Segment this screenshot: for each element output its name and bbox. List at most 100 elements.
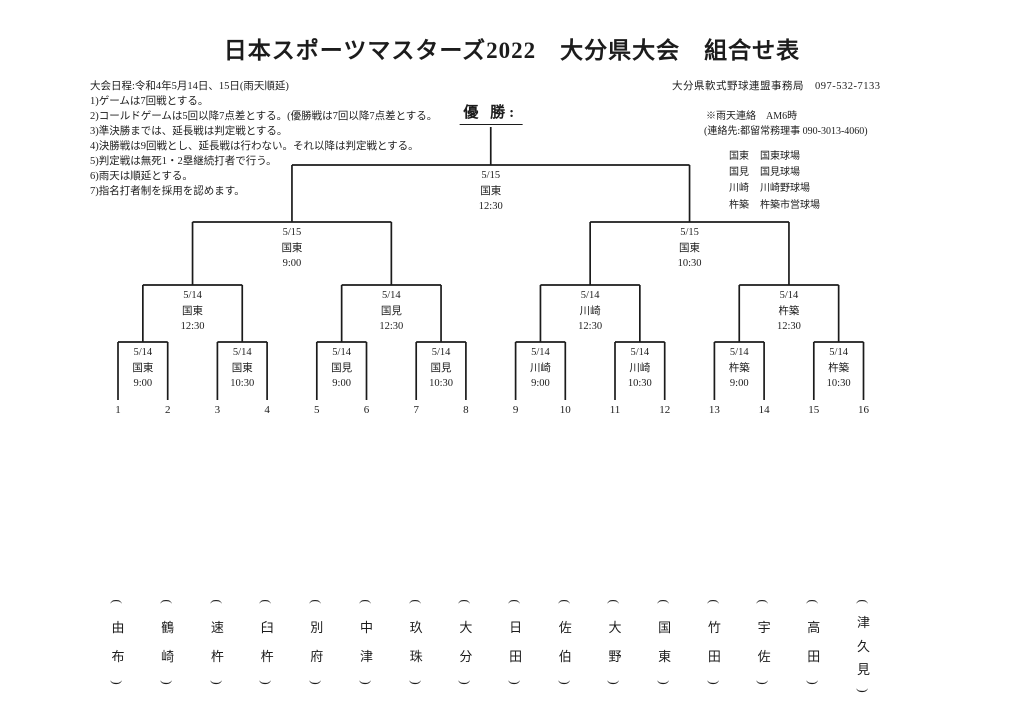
close-paren: ) bbox=[508, 680, 524, 685]
match-quarterfinal-1: 5/14 国東 12:30 bbox=[181, 288, 205, 335]
match-info-line: 川崎 bbox=[579, 305, 601, 317]
rule-item: 4)決勝戦は9回戦とし、延長戦は行わない。それ以降は判定戦とする。 bbox=[90, 141, 419, 152]
seed-number-1: 1 bbox=[115, 404, 121, 416]
match-info-line: 国東 bbox=[231, 362, 253, 374]
team-name-char: 伯 bbox=[558, 648, 572, 664]
open-paren: ( bbox=[756, 599, 772, 604]
venue-abbr: 川崎 bbox=[729, 183, 749, 195]
team-name-char: 田 bbox=[707, 648, 721, 664]
match-info-line: 12:30 bbox=[478, 201, 503, 212]
match-info-line: 9:00 bbox=[332, 378, 351, 389]
team-name: (津久見) bbox=[855, 597, 871, 695]
team-name-char: 由 bbox=[111, 620, 125, 636]
team-name: (宇佐) bbox=[756, 597, 772, 687]
team-name-char: 鶴 bbox=[161, 620, 175, 636]
match-info-line: 9:00 bbox=[133, 378, 153, 389]
team-name-char: 津 bbox=[359, 648, 374, 664]
seed-number-14: 14 bbox=[758, 404, 770, 416]
close-paren: ) bbox=[110, 680, 126, 685]
champion-label: 優 勝: bbox=[459, 101, 523, 125]
match-info-line: 国東 bbox=[132, 362, 154, 374]
team-name-char: 臼 bbox=[260, 620, 274, 636]
rule-item: 3)準決勝までは、延長戦は判定戦とする。 bbox=[90, 126, 288, 137]
team-name-char: 国 bbox=[658, 620, 672, 636]
match-info-line: 5/15 bbox=[680, 227, 699, 238]
seed-number-5: 5 bbox=[314, 404, 320, 416]
match-info-line: 国東 bbox=[281, 242, 303, 254]
seed-number-11: 11 bbox=[609, 404, 621, 416]
team-name: (大分) bbox=[458, 597, 474, 687]
seed-number-8: 8 bbox=[463, 404, 469, 416]
venue-list: 国東国東球場 国見国見球場 川崎川崎野球場 杵築杵築市営球場 bbox=[729, 149, 820, 214]
team-name: (国東) bbox=[657, 597, 673, 687]
match-info-line: 9:00 bbox=[729, 378, 749, 389]
match-info-line: 12:30 bbox=[180, 321, 205, 332]
team-name: (由布) bbox=[110, 597, 126, 687]
rule-item: 1)ゲームは7回戦とする。 bbox=[90, 96, 209, 107]
match-info-line: 5/14 bbox=[183, 290, 202, 301]
venue-row: 杵築杵築市営球場 bbox=[729, 198, 820, 214]
open-paren: ( bbox=[557, 599, 573, 604]
open-paren: ( bbox=[309, 599, 325, 604]
team-name-char: 竹 bbox=[707, 620, 721, 636]
match-info-line: 5/14 bbox=[133, 347, 153, 358]
rain-contact-note: ※雨天連絡 AM6時 bbox=[706, 111, 798, 122]
venue-abbr: 国見 bbox=[729, 167, 749, 179]
match-info-line: 5/15 bbox=[481, 170, 501, 181]
team-name: ( 竹田) bbox=[706, 597, 722, 687]
seed-number-7: 7 bbox=[413, 404, 419, 416]
open-paren: ( bbox=[657, 599, 673, 604]
open-paren: ( bbox=[706, 599, 722, 604]
close-paren: ) bbox=[557, 680, 573, 685]
open-paren: ( bbox=[209, 599, 225, 604]
rain-contact-detail: (連絡先:都留常務理事 090-3013-4060) bbox=[704, 126, 868, 137]
open-paren: ( bbox=[160, 599, 176, 604]
seed-number-10: 10 bbox=[559, 404, 571, 416]
open-paren: ( bbox=[855, 599, 871, 604]
match-info-line: 12:30 bbox=[776, 321, 801, 332]
open-paren: ( bbox=[458, 599, 474, 604]
seed-number-16: 16 bbox=[858, 404, 869, 416]
close-paren: ) bbox=[607, 680, 623, 685]
team-name-char: 中 bbox=[359, 620, 374, 636]
match-info-line: 杵築 bbox=[728, 362, 750, 374]
team-name-char: 野 bbox=[608, 648, 622, 664]
team-name-char: 速 bbox=[210, 620, 224, 636]
close-paren: ) bbox=[259, 680, 275, 685]
close-paren: ) bbox=[855, 688, 871, 693]
team-name-char: 府 bbox=[310, 648, 324, 664]
team-name: (大野) bbox=[607, 597, 623, 687]
match-info-line: 5/14 bbox=[382, 290, 401, 301]
match-info-line: 杵築 bbox=[828, 362, 850, 374]
seed-number-12: 12 bbox=[659, 404, 671, 416]
team-name-char: 珠 bbox=[409, 648, 423, 664]
rule-item: 2)コールドゲームは5回以降7点差とする。(優勝戦は7回以降7点差とする。 bbox=[90, 111, 438, 122]
match-info-line: 10:30 bbox=[429, 378, 454, 389]
venue-abbr: 国東 bbox=[729, 151, 749, 162]
venue-row: 川崎川崎野球場 bbox=[729, 181, 820, 197]
team-name-char: 大 bbox=[459, 620, 473, 636]
match-info-line: 5/14 bbox=[580, 290, 600, 301]
match-info-line: 5/14 bbox=[332, 347, 351, 358]
close-paren: ) bbox=[408, 680, 424, 685]
match-first-round-1: 5/14 国東 9:00 bbox=[132, 345, 153, 392]
team-name-char: 宇 bbox=[757, 620, 771, 636]
close-paren: ) bbox=[160, 680, 176, 685]
close-paren: ) bbox=[706, 680, 722, 685]
team-name: (高田) bbox=[806, 597, 821, 687]
match-info-line: 5/14 bbox=[431, 347, 451, 358]
team-name: (鶴崎) bbox=[160, 597, 176, 687]
seed-number-2: 2 bbox=[164, 404, 171, 416]
match-info-line: 国東 bbox=[182, 305, 204, 317]
